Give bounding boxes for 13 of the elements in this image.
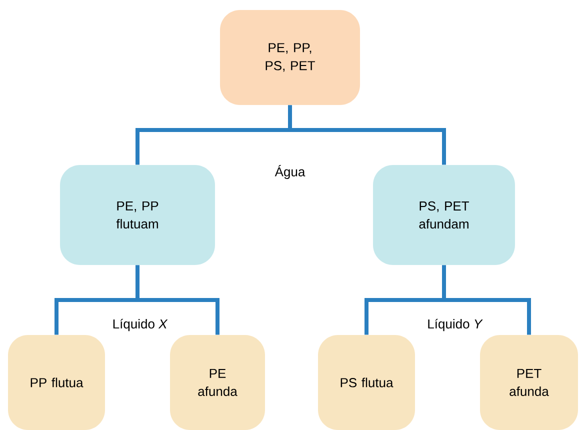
process-box: PP flutua xyxy=(8,335,105,430)
process-box: PS, PET afundam xyxy=(373,165,515,265)
branch-label: Água xyxy=(274,165,306,179)
connector-line xyxy=(136,265,220,335)
process-box: PE, PP flutuam xyxy=(60,165,215,265)
process-box: PET afunda xyxy=(480,335,578,430)
process-box: PS flutua xyxy=(318,335,415,430)
process-box: PE afunda xyxy=(170,335,265,430)
branch-label: Líquido X xyxy=(113,318,168,332)
branch-label: Líquido Y xyxy=(428,318,483,332)
process-box: PE, PP, PS, PET xyxy=(220,10,360,105)
connector-line xyxy=(442,265,531,335)
connector-line xyxy=(288,105,446,165)
